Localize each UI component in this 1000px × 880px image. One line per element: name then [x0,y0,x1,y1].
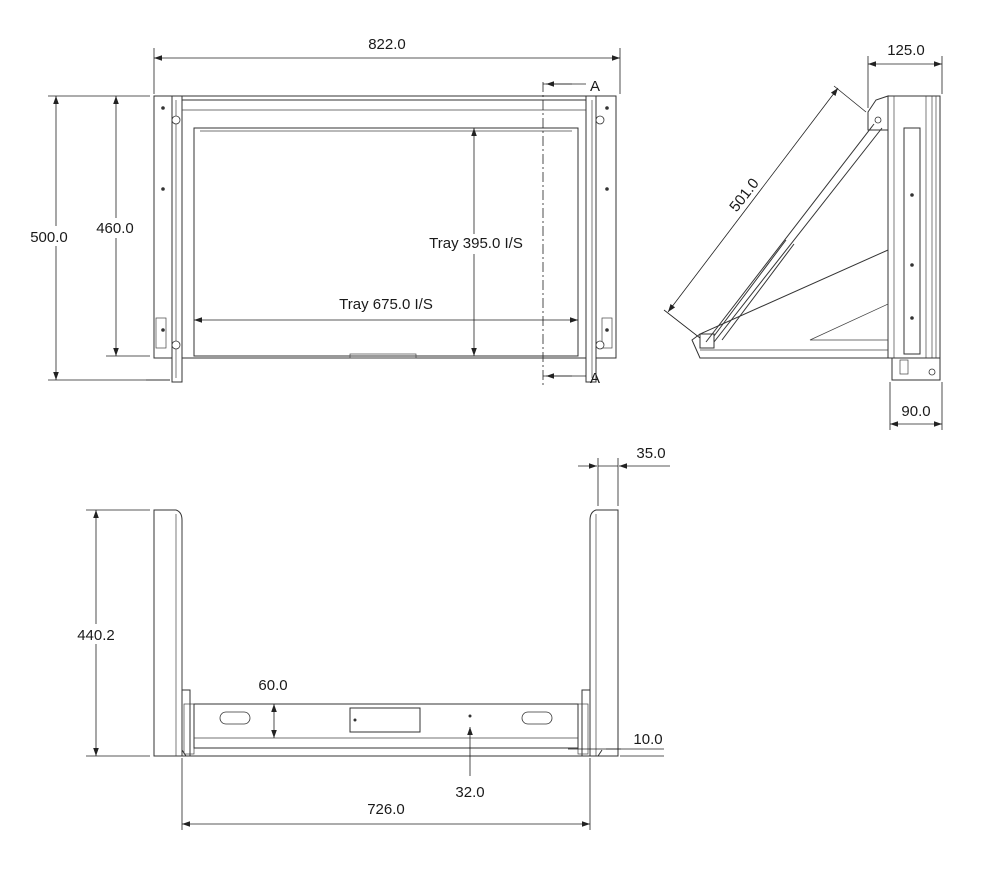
dimension-tray-offset: 32.0 [455,727,485,801]
inner-width-label: 726.0 [367,801,405,818]
flange-width-label: 35.0 [636,445,665,462]
dimension-tray-width: Tray 675.0 I/S [194,296,578,323]
diagonal-length-label: 501.0 [726,175,763,215]
gas-strut [699,123,883,349]
tray-offset-label: 32.0 [455,784,484,801]
dimension-plan-height: 440.2 [70,509,150,757]
side-base-plate [691,249,889,359]
side-view: 501.0 125.0 90.0 [663,42,943,430]
overall-height-label: 500.0 [30,229,68,246]
left-rack-bracket [153,95,183,383]
section-mark-bottom: A [590,370,600,387]
side-rack-panel [887,95,941,381]
dimension-top-depth: 125.0 [867,42,943,108]
plan-view: 440.2 35.0 60.0 10.0 32.0 [70,445,670,830]
right-rack-bracket [585,95,617,383]
front-view: A A 822.0 500.0 460.0 Tray [30,36,621,388]
tray-width-label: Tray 675.0 I/S [339,296,433,313]
plan-left-upright [153,509,195,757]
dimension-inner-height: 460.0 [92,96,150,357]
overall-width-label: 822.0 [368,36,406,53]
dimension-flange-width: 35.0 [578,445,670,506]
front-frame [146,95,586,381]
section-line-a: A A [542,78,600,388]
plan-tray [181,703,603,757]
dimension-lip-height: 10.0 [568,731,664,757]
lip-height-label: 10.0 [633,731,662,748]
dimension-overall-height: 500.0 [30,95,150,381]
dimension-tray-height: Tray 395.0 I/S [418,128,534,356]
top-depth-label: 125.0 [887,42,925,59]
dimension-inner-width: 726.0 [181,758,591,830]
tray-depth-label: 60.0 [258,677,287,694]
dimension-overall-width: 822.0 [153,36,621,94]
plan-right-upright [577,509,619,757]
side-top-bracket [867,95,889,131]
dimension-tray-depth: 60.0 [258,677,288,738]
tray-height-label: Tray 395.0 I/S [429,235,523,252]
inner-height-label: 460.0 [96,220,134,237]
dimension-diagonal: 501.0 [663,85,867,339]
plan-height-label: 440.2 [77,627,115,644]
base-depth-label: 90.0 [901,403,930,420]
section-mark-top: A [590,78,600,95]
dimension-base-depth: 90.0 [889,382,943,430]
